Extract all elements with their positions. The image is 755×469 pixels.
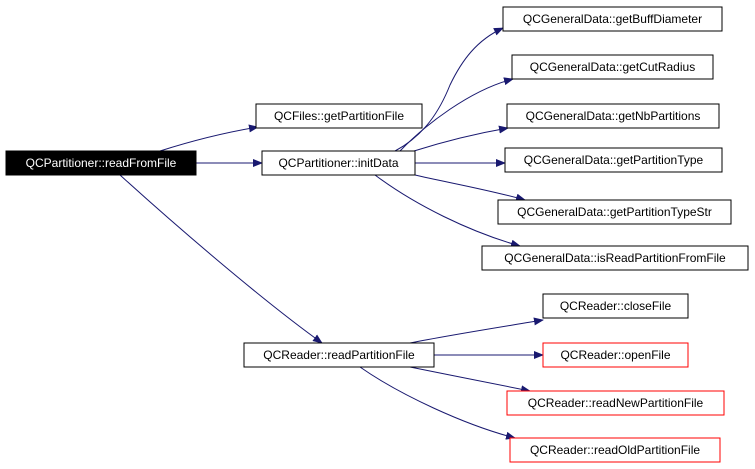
node-qcreader-readpartitionfile[interactable]: QCReader::readPartitionFile <box>243 342 435 368</box>
node-box <box>481 245 749 271</box>
node-box <box>542 342 689 368</box>
edge-n3-to-n12 <box>409 366 531 394</box>
node-box <box>506 103 720 129</box>
node-qcgeneraldata-getpartitiontype[interactable]: QCGeneralData::getPartitionType <box>504 147 723 173</box>
node-qcreader-readnewpartitionfile[interactable]: QCReader::readNewPartitionFile <box>506 390 725 416</box>
node-label: QCFiles::getPartitionFile <box>274 109 404 123</box>
edge-n0-to-n3 <box>119 174 323 344</box>
edge-n2-to-n6 <box>413 125 509 152</box>
node-label: QCPartitioner::readFromFile <box>26 156 177 170</box>
edge-n0-to-n1 <box>159 124 259 152</box>
edge-n3-to-n13 <box>359 366 516 440</box>
node-box <box>255 103 423 129</box>
node-label: QCGeneralData::getNbPartitions <box>526 109 701 123</box>
node-label: QCReader::openFile <box>560 348 670 362</box>
node-label: QCGeneralData::isReadPartitionFromFile <box>504 251 726 265</box>
node-qcreader-openfile[interactable]: QCReader::openFile <box>542 342 689 368</box>
edge-arrow <box>359 366 516 440</box>
edge-arrow <box>394 27 504 152</box>
node-box <box>511 54 714 80</box>
node-label: QCReader::readOldPartitionFile <box>530 443 700 457</box>
node-box <box>502 6 723 32</box>
edge-n2-to-n4 <box>394 27 504 152</box>
node-box <box>509 437 721 463</box>
node-qcpartitioner-initdata[interactable]: QCPartitioner::initData <box>261 150 416 176</box>
edges-layer <box>119 27 544 440</box>
edge-arrow <box>413 125 509 152</box>
node-qcgeneraldata-getbuffdiameter[interactable]: QCGeneralData::getBuffDiameter <box>502 6 723 32</box>
node-qcgeneraldata-getcutradius[interactable]: QCGeneralData::getCutRadius <box>511 54 714 80</box>
edge-arrow <box>399 77 514 152</box>
node-box <box>243 342 435 368</box>
nodes-layer: QCPartitioner::readFromFile QCFiles::getP… <box>5 6 749 463</box>
node-label: QCReader::closeFile <box>560 299 672 313</box>
edge-arrow <box>119 174 323 344</box>
edge-n3-to-n10 <box>409 317 544 344</box>
node-label: QCGeneralData::getBuffDiameter <box>523 12 702 26</box>
edge-arrow <box>374 174 521 248</box>
node-box <box>5 150 197 176</box>
node-qcreader-readoldpartitionfile[interactable]: QCReader::readOldPartitionFile <box>509 437 721 463</box>
node-box <box>497 199 732 225</box>
node-label: QCPartitioner::initData <box>278 156 398 170</box>
node-box <box>504 147 723 173</box>
edge-arrow <box>409 317 544 344</box>
node-qcfiles-getpartitionfile[interactable]: QCFiles::getPartitionFile <box>255 103 423 129</box>
node-label: QCReader::readNewPartitionFile <box>528 396 704 410</box>
node-qcgeneraldata-getpartitiontypestr[interactable]: QCGeneralData::getPartitionTypeStr <box>497 199 732 225</box>
node-box <box>261 150 416 176</box>
node-label: QCGeneralData::getPartitionType <box>524 153 704 167</box>
node-qcgeneraldata-getnbpartitions[interactable]: QCGeneralData::getNbPartitions <box>506 103 720 129</box>
edge-arrow <box>414 174 526 202</box>
edge-n2-to-n8 <box>414 174 526 202</box>
node-box <box>542 293 689 319</box>
node-box <box>506 390 725 416</box>
node-label: QCReader::readPartitionFile <box>263 348 415 362</box>
node-qcgeneraldata-isreadpartitionfromfile[interactable]: QCGeneralData::isReadPartitionFromFile <box>481 245 749 271</box>
node-label: QCGeneralData::getCutRadius <box>530 60 695 74</box>
edge-n2-to-n9 <box>374 174 521 248</box>
edge-arrow <box>159 124 259 152</box>
edge-arrow <box>409 366 531 394</box>
node-qcpartitioner-readfromfile[interactable]: QCPartitioner::readFromFile <box>5 150 197 176</box>
node-label: QCGeneralData::getPartitionTypeStr <box>517 205 712 219</box>
edge-n2-to-n5 <box>399 77 514 152</box>
node-qcreader-closefile[interactable]: QCReader::closeFile <box>542 293 689 319</box>
